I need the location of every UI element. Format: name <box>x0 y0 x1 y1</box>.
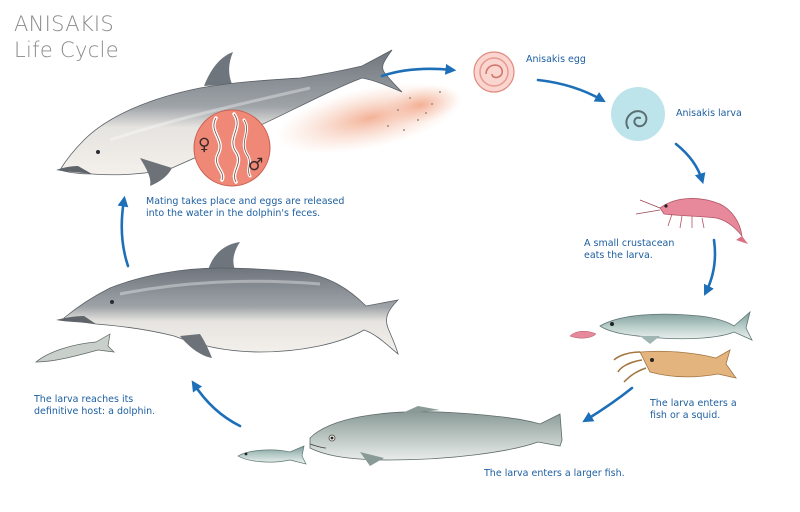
arrow-larger-fish-to-dolphin <box>194 384 240 426</box>
egg-icon <box>474 52 514 92</box>
larva-icon <box>611 87 665 141</box>
arrow-fish-to-larger-fish <box>586 388 632 420</box>
arrow-dolphin-to-mating <box>122 200 128 266</box>
caption-mating: Mating takes place and eggs are released… <box>146 196 344 220</box>
caption-crustacean-line1: A small crustacean <box>584 238 674 250</box>
diagram-title: ANISAKIS <box>14 14 114 35</box>
arrow-crustacean-to-fish <box>706 240 715 292</box>
caption-crustacean-line2: eats the larva. <box>584 250 674 262</box>
dolphin-bottom-illustration <box>36 242 398 362</box>
arrow-egg-to-larva <box>538 80 602 100</box>
caption-host-line1: The larva reaches its <box>34 394 155 406</box>
caption-larger-fish: The larva enters a larger fish. <box>484 468 625 480</box>
male-symbol-icon: ♂ <box>248 155 263 175</box>
caption-crustacean: A small crustacean eats the larva. <box>584 238 674 262</box>
caption-larva: Anisakis larva <box>676 108 742 120</box>
caption-host: The larva reaches its definitive host: a… <box>34 394 155 418</box>
tiny-shrimp-icon <box>570 331 596 338</box>
caption-fish-squid-line2: fish or a squid. <box>650 410 737 422</box>
caption-host-line2: definitive host: a dolphin. <box>34 406 155 418</box>
diagram-subtitle: Life Cycle <box>14 40 119 61</box>
caption-fish-squid-line1: The larva enters a <box>650 398 737 410</box>
caption-fish-squid: The larva enters a fish or a squid. <box>650 398 737 422</box>
large-fish-icon <box>310 406 562 466</box>
arrow-larva-to-crustacean <box>676 144 702 180</box>
squid-icon <box>614 350 736 382</box>
caption-mating-line1: Mating takes place and eggs are released <box>146 196 344 208</box>
female-symbol-icon: ♀ <box>198 135 210 155</box>
fish-icon <box>600 312 752 344</box>
caption-egg: Anisakis egg <box>526 54 586 66</box>
small-fish-icon <box>238 446 306 464</box>
arrow-dolphin-to-egg <box>382 69 452 76</box>
caption-mating-line2: into the water in the dolphin's feces. <box>146 208 344 220</box>
